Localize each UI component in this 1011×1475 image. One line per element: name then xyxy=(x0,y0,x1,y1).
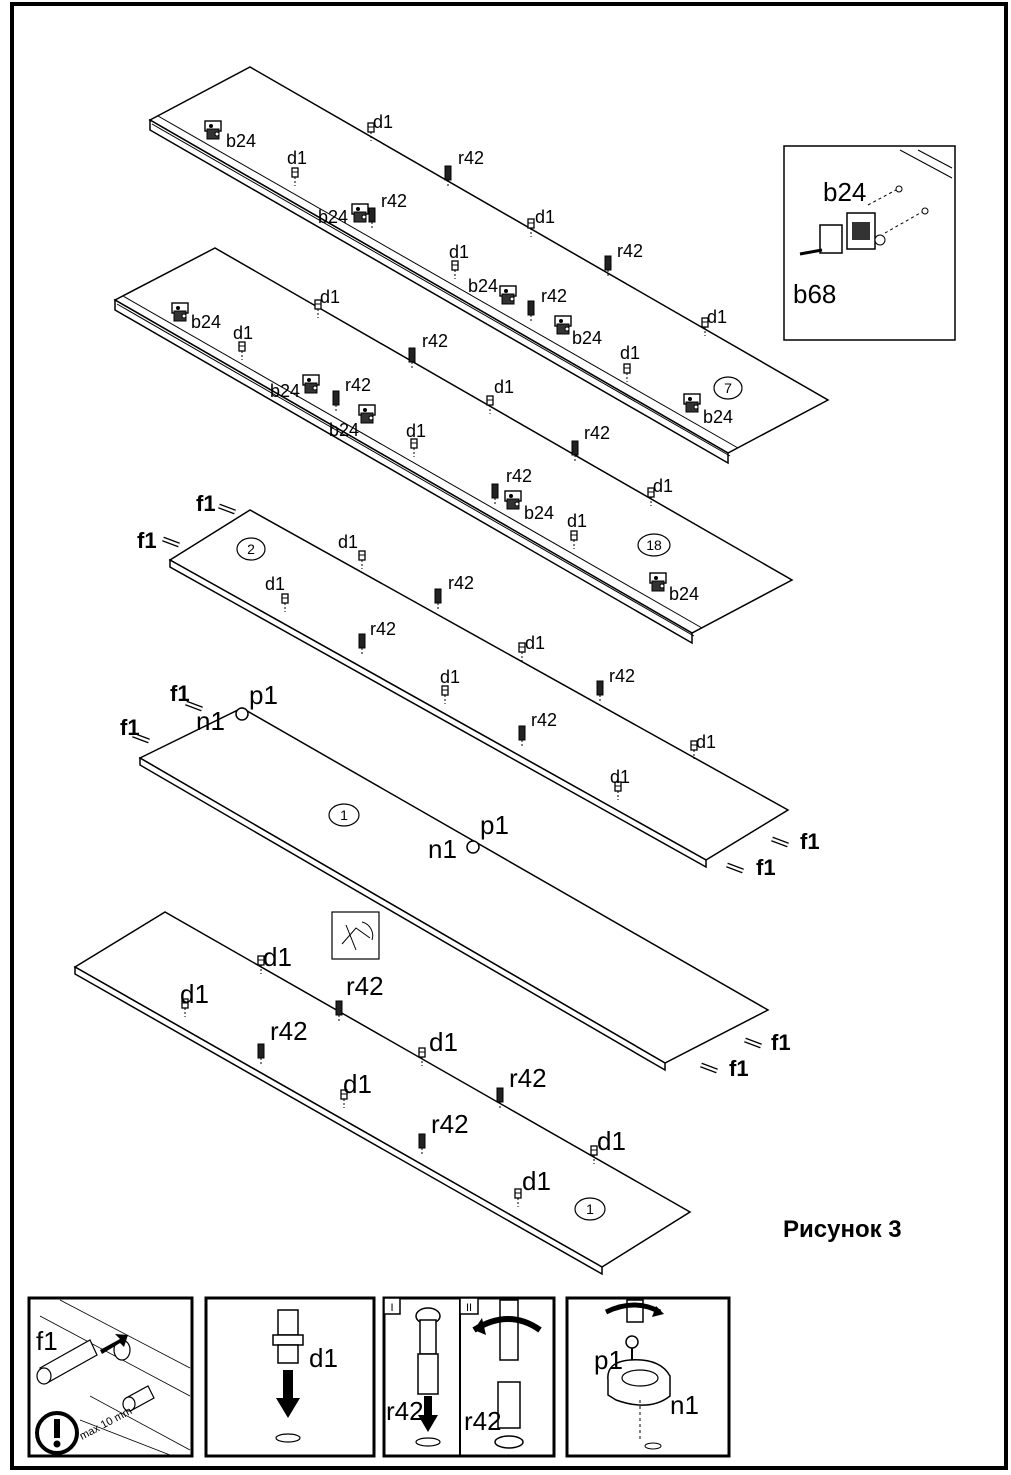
inset-label-b24: b24 xyxy=(823,177,866,207)
label-d1: d1 xyxy=(263,942,292,972)
panel-1-middle xyxy=(138,707,770,1072)
detail-shelf-support: p1 n1 xyxy=(565,1296,731,1458)
label-d1: d1 xyxy=(525,633,545,653)
label-d1: d1 xyxy=(707,307,727,327)
label-r42: r42 xyxy=(509,1063,547,1093)
label-r42: r42 xyxy=(617,241,643,261)
inset-label-b68: b68 xyxy=(793,279,836,309)
label-d1: d1 xyxy=(320,287,340,307)
panel-2 xyxy=(168,509,790,869)
label-d1: d1 xyxy=(287,148,307,168)
detail-dowel-label: f1 xyxy=(36,1326,58,1356)
panel-number-1b: 1 xyxy=(586,1201,594,1217)
label-r42: r42 xyxy=(458,148,484,168)
panel-number-1a: 1 xyxy=(340,807,348,823)
label-d1: d1 xyxy=(449,242,469,262)
panel-number-7: 7 xyxy=(724,380,732,396)
label-f1: f1 xyxy=(756,855,776,880)
label-r42: r42 xyxy=(381,191,407,211)
label-d1: d1 xyxy=(522,1166,551,1196)
label-p1: p1 xyxy=(249,680,278,710)
panel-numbers: 7 18 2 1 1 xyxy=(236,376,743,1221)
label-d1: d1 xyxy=(429,1027,458,1057)
label-d1: d1 xyxy=(233,323,253,343)
label-d1: d1 xyxy=(535,207,555,227)
label-b24: b24 xyxy=(329,420,359,440)
label-n1: n1 xyxy=(196,706,225,736)
label-d1: d1 xyxy=(567,511,587,531)
detail-dowel: f1 max 10 mm xyxy=(27,1296,194,1458)
label-r42: r42 xyxy=(422,331,448,351)
page-frame xyxy=(10,2,1008,1470)
detail-cam-step1: I xyxy=(390,1302,393,1314)
label-d1: d1 xyxy=(180,979,209,1009)
panel-number-2: 2 xyxy=(247,541,255,557)
label-b24: b24 xyxy=(191,312,221,332)
figure-title: Рисунок 3 xyxy=(783,1216,902,1243)
label-r42: r42 xyxy=(541,286,567,306)
label-r42: r42 xyxy=(270,1016,308,1046)
label-d1: d1 xyxy=(620,343,640,363)
inset-hinge-detail: b24 b68 xyxy=(783,145,956,341)
detail-cam: I II r42 r42 xyxy=(382,1296,556,1458)
panel-7 xyxy=(148,66,830,465)
detail-cam-label: r42 xyxy=(464,1406,502,1436)
label-f1: f1 xyxy=(729,1056,749,1081)
label-r42: r42 xyxy=(370,619,396,639)
label-n1: n1 xyxy=(428,834,457,864)
label-r42: r42 xyxy=(609,666,635,686)
label-r42: r42 xyxy=(431,1109,469,1139)
label-r42: r42 xyxy=(346,971,384,1001)
panel-number-18: 18 xyxy=(646,537,662,553)
label-f1: f1 xyxy=(196,491,216,516)
label-r42: r42 xyxy=(584,423,610,443)
label-d1: d1 xyxy=(610,767,630,787)
label-p1: p1 xyxy=(480,810,509,840)
hardware-marks xyxy=(133,120,788,1208)
detail-cam-step2: II xyxy=(466,1302,472,1314)
label-f1: f1 xyxy=(170,681,190,706)
part-labels: b24 d1 d1 r42 r42 b24 d1 d1 r42 b24 r42 … xyxy=(120,112,820,1196)
label-b24: b24 xyxy=(524,503,554,523)
label-f1: f1 xyxy=(771,1030,791,1055)
panel-1-bottom xyxy=(73,911,692,1276)
label-b24: b24 xyxy=(226,131,256,151)
label-r42: r42 xyxy=(531,710,557,730)
detail-pin-label: d1 xyxy=(309,1343,338,1373)
panel-18 xyxy=(113,247,794,645)
label-b24: b24 xyxy=(703,407,733,427)
label-r42: r42 xyxy=(506,466,532,486)
detail-cam-label: r42 xyxy=(386,1396,424,1426)
label-r42: r42 xyxy=(345,375,371,395)
label-b24: b24 xyxy=(468,276,498,296)
label-d1: d1 xyxy=(653,476,673,496)
label-f1: f1 xyxy=(800,829,820,854)
label-d1: d1 xyxy=(265,574,285,594)
label-d1: d1 xyxy=(343,1069,372,1099)
label-b24: b24 xyxy=(669,584,699,604)
label-d1: d1 xyxy=(373,112,393,132)
label-d1: d1 xyxy=(440,667,460,687)
label-b24: b24 xyxy=(318,207,348,227)
label-r42: r42 xyxy=(448,573,474,593)
label-b24: b24 xyxy=(270,381,300,401)
label-d1: d1 xyxy=(696,732,716,752)
label-f1: f1 xyxy=(120,715,140,740)
detail-support-label-p1: p1 xyxy=(594,1345,623,1375)
label-d1: d1 xyxy=(597,1126,626,1156)
label-f1: f1 xyxy=(137,528,157,553)
label-d1: d1 xyxy=(494,377,514,397)
label-d1: d1 xyxy=(406,421,426,441)
label-b24: b24 xyxy=(572,328,602,348)
detail-support-label-n1: n1 xyxy=(670,1390,699,1420)
rotate-icon xyxy=(331,911,380,960)
detail-pin: d1 xyxy=(204,1296,376,1458)
label-d1: d1 xyxy=(338,532,358,552)
